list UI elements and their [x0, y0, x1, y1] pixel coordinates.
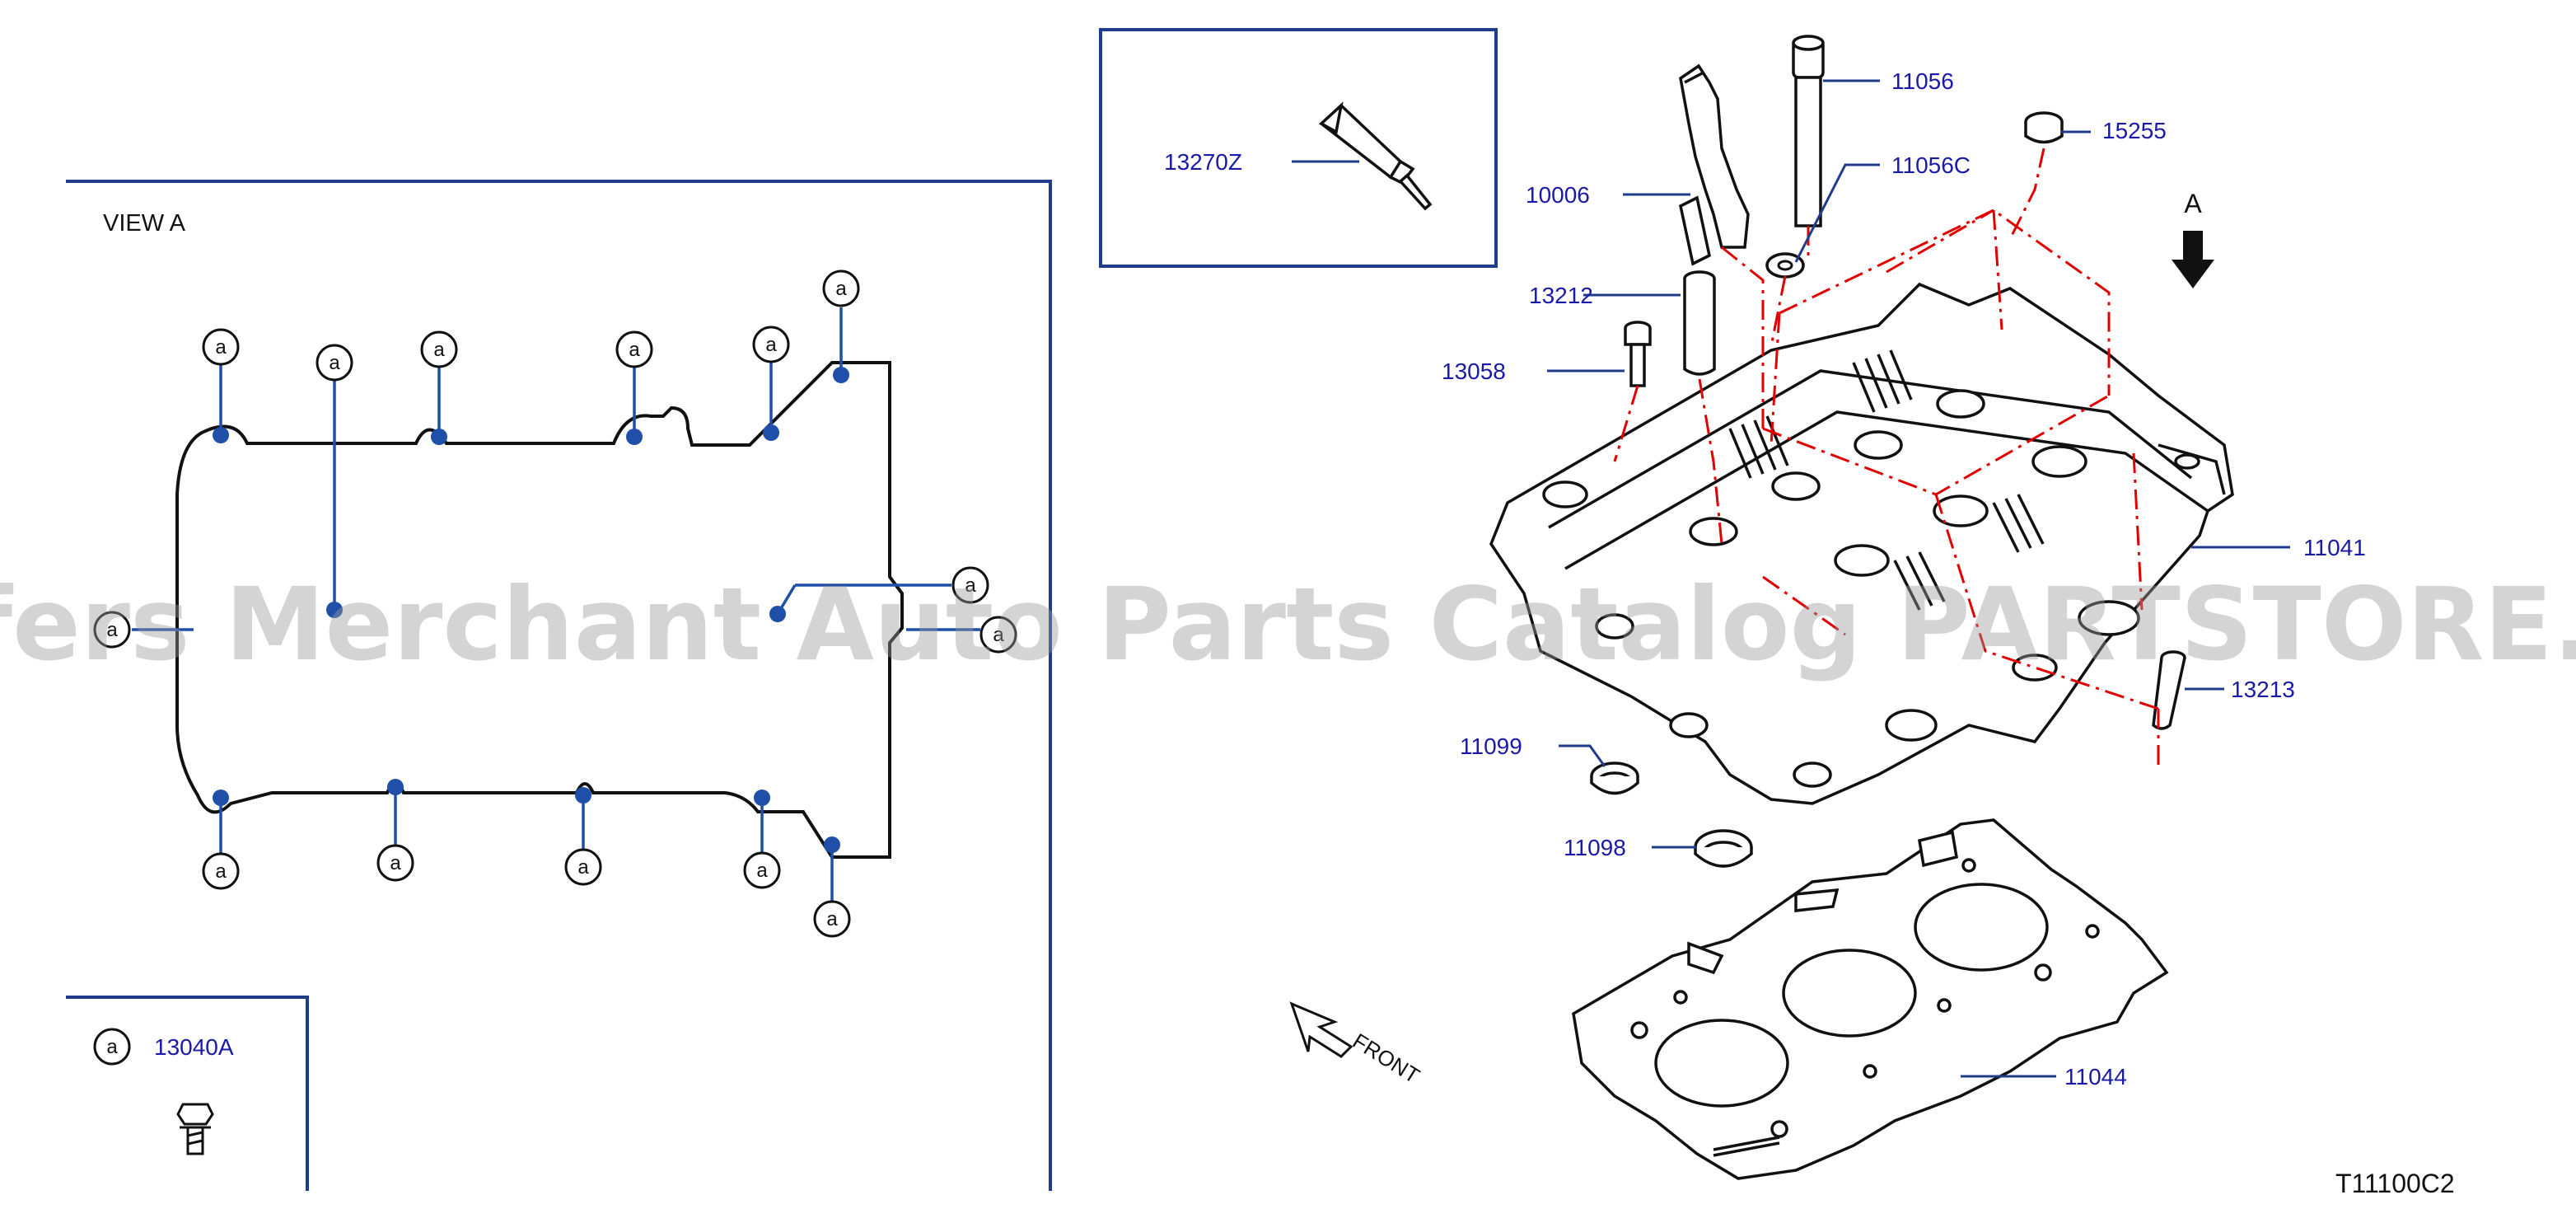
view-a-arrow-icon: A [2172, 189, 2214, 288]
bolt-symbol: a [564, 848, 602, 886]
svg-text:a: a [835, 278, 847, 300]
bolt-symbol: a [316, 344, 353, 382]
callout-13040A[interactable]: 13040A [154, 1034, 234, 1060]
stud-13058 [1624, 321, 1652, 387]
bolt-symbol: a [822, 269, 860, 307]
bolt-symbol: a [202, 328, 240, 366]
callout-leaders [1547, 79, 2290, 1078]
bolt-legend: a 13040A [66, 996, 309, 1191]
assembly-chain-lines [1613, 148, 2160, 766]
callout-11099[interactable]: 11099 [1460, 733, 1522, 759]
bolt-symbol: a [743, 851, 781, 889]
svg-text:a: a [215, 336, 227, 358]
bolt-13040a-icon [176, 1103, 214, 1155]
legend-bolt-symbol: a [106, 1036, 118, 1058]
callout-13270Z[interactable]: 13270Z [1164, 149, 1242, 175]
svg-text:a: a [765, 334, 777, 356]
callout-11056C[interactable]: 11056C [1891, 152, 1971, 178]
bolt-points [213, 367, 849, 853]
callout-13213[interactable]: 13213 [2231, 677, 2295, 702]
svg-text:a: a [965, 574, 976, 597]
view-a-arrow-label: A [2184, 189, 2202, 218]
svg-text:a: a [390, 852, 401, 874]
svg-text:a: a [756, 860, 768, 882]
svg-text:a: a [629, 339, 640, 361]
engine-hanger-10006 [1679, 63, 1750, 266]
bolt-symbol: a [813, 900, 851, 938]
callout-10006[interactable]: 10006 [1526, 182, 1590, 208]
seal-11099 [1590, 761, 1639, 795]
dowel-13213 [2152, 650, 2186, 730]
callout-11044[interactable]: 11044 [2064, 1064, 2127, 1089]
diagram-code: T11100C2 [2335, 1169, 2455, 1198]
bolt-symbol: a [376, 844, 414, 882]
svg-text:a: a [329, 352, 340, 374]
bolt-symbol: a [93, 611, 131, 649]
head-bolt-11056 [1792, 35, 1825, 227]
callout-11056[interactable]: 11056 [1891, 68, 1954, 94]
sealant-tube-icon [1319, 101, 1433, 211]
svg-text:a: a [993, 624, 1004, 646]
bolt-symbol-group: a a a a a a a a a a a a a a [93, 269, 1017, 938]
view-a-outline [175, 361, 904, 859]
front-arrow-icon [1289, 1001, 1353, 1058]
plug-15255 [2024, 111, 2064, 144]
callout-11098[interactable]: 11098 [1564, 835, 1626, 860]
bolt-symbol: a [615, 330, 653, 368]
dowel-13212 [1683, 270, 1716, 376]
svg-text:a: a [433, 339, 445, 361]
watermark-text: Offers Merchant Auto Parts Catalog PARTS… [0, 566, 2576, 683]
seal-11098 [1694, 829, 1753, 868]
svg-text:a: a [577, 856, 589, 879]
callout-13212[interactable]: 13212 [1529, 283, 1593, 308]
callout-15255[interactable]: 15255 [2102, 118, 2167, 143]
part-callouts: 11056 11056C 15255 10006 13212 13058 110… [1442, 68, 2366, 1089]
callout-11041[interactable]: 11041 [2303, 535, 2366, 560]
front-label: FRONT [1349, 1029, 1424, 1089]
callout-13058[interactable]: 13058 [1442, 358, 1506, 384]
bolt-symbol: a [420, 330, 458, 368]
view-a-label: VIEW A [103, 210, 186, 237]
bolt-symbol: a [979, 616, 1017, 654]
front-direction-indicator: FRONT [1289, 1001, 1424, 1089]
bolt-symbol: a [752, 326, 790, 363]
head-gasket-11044 [1572, 818, 2169, 1180]
bolt-symbol: a [202, 852, 240, 890]
cylinder-head-11041 [1489, 282, 2234, 805]
svg-text:a: a [215, 860, 227, 883]
svg-text:a: a [826, 908, 838, 930]
bolt-symbol: a [951, 566, 989, 604]
cylinder-head-assembly: A FRONT [1289, 35, 2234, 1180]
kit-13270z-box: 13270Z [1099, 28, 1498, 268]
svg-text:a: a [106, 619, 118, 641]
view-a-panel: VIEW A [66, 180, 1052, 1191]
